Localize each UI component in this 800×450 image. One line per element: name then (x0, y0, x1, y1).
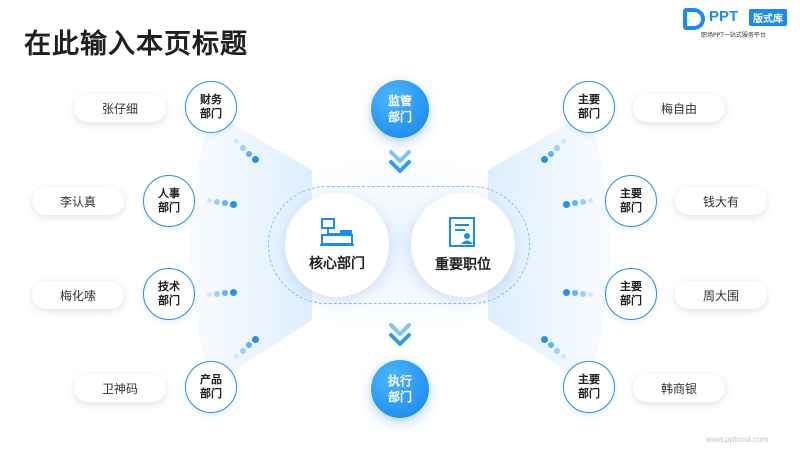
connector-dot (222, 290, 228, 296)
dept-node-left-4[interactable]: 产品部门 (185, 361, 237, 413)
name-pill-right-4[interactable]: 韩商银 (633, 374, 725, 402)
key-position-card[interactable]: 重要职位 (411, 193, 515, 297)
name-pill-right-1[interactable]: 梅自由 (633, 94, 725, 122)
connector-dot (563, 289, 570, 296)
name-pill-left-3[interactable]: 梅化嗦 (32, 281, 124, 309)
connector-dot (240, 348, 246, 354)
connector-dot (541, 336, 548, 343)
connector-dot (548, 151, 554, 157)
connector-dot (561, 354, 566, 359)
dept-node-right-1[interactable]: 主要部门 (563, 81, 615, 133)
connector-dot (580, 199, 586, 205)
connector-dot (207, 292, 212, 297)
brand-slogan: 职场PPT一站式服务平台 (701, 32, 766, 39)
watermark: www.pptcool.com (706, 435, 769, 444)
connector-dot (580, 291, 586, 297)
dept-node-right-2[interactable]: 主要部门 (605, 175, 657, 227)
chevron-down-icon (389, 323, 411, 346)
connector-dot (588, 292, 593, 297)
connector-dot (554, 145, 560, 151)
connector-dot (234, 139, 239, 144)
name-pill-left-1[interactable]: 张仔细 (74, 94, 166, 122)
connector-dot (572, 290, 578, 296)
dept-node-right-3[interactable]: 主要部门 (605, 268, 657, 320)
connector-dot (561, 139, 566, 144)
name-pill-left-2[interactable]: 李认真 (32, 187, 124, 215)
connector-dot (252, 156, 259, 163)
dept-node-left-3[interactable]: 技术部门 (143, 268, 195, 320)
dept-node-left-1[interactable]: 财务部门 (185, 81, 237, 133)
core-dept-label: 核心部门 (309, 256, 365, 272)
core-capsule (268, 186, 530, 304)
page-title: 在此输入本页标题 (24, 29, 248, 60)
core-dept-card[interactable]: 核心部门 (285, 193, 389, 297)
brand-logo: PPT 版式库 职场PPT一站式服务平台 (683, 8, 793, 39)
connector-dot (572, 200, 578, 206)
connector-dot (563, 201, 570, 208)
connector-dot (214, 291, 220, 297)
execution-dept-node[interactable]: 执行部门 (371, 360, 429, 418)
name-pill-right-3[interactable]: 周大围 (675, 281, 767, 309)
connector-dot (554, 348, 560, 354)
connector-dot (541, 156, 548, 163)
chevron-down-icon (389, 150, 411, 173)
brand-name: PPT (709, 8, 739, 25)
connector-dot (222, 200, 228, 206)
dept-node-left-2[interactable]: 人事部门 (143, 175, 195, 227)
connector-dot (230, 289, 237, 296)
connector-dot (588, 198, 593, 203)
logo-p-icon (683, 8, 705, 30)
supervision-dept-node[interactable]: 监管部门 (371, 80, 429, 138)
key-position-label: 重要职位 (435, 257, 491, 273)
brand-tag: 版式库 (749, 9, 787, 26)
connector-dot (548, 342, 554, 348)
connector-dot (214, 199, 220, 205)
name-pill-left-4[interactable]: 卫神码 (74, 374, 166, 402)
dept-node-right-4[interactable]: 主要部门 (563, 361, 615, 413)
connector-dot (246, 342, 252, 348)
name-pill-right-2[interactable]: 钱大有 (675, 187, 767, 215)
org-chart-icon (320, 218, 354, 246)
connector-dot (234, 354, 239, 359)
connector-dot (252, 336, 259, 343)
connector-dot (240, 145, 246, 151)
connector-dot (230, 201, 237, 208)
connector-dot (207, 198, 212, 203)
document-person-icon (449, 217, 475, 247)
connector-dot (246, 151, 252, 157)
